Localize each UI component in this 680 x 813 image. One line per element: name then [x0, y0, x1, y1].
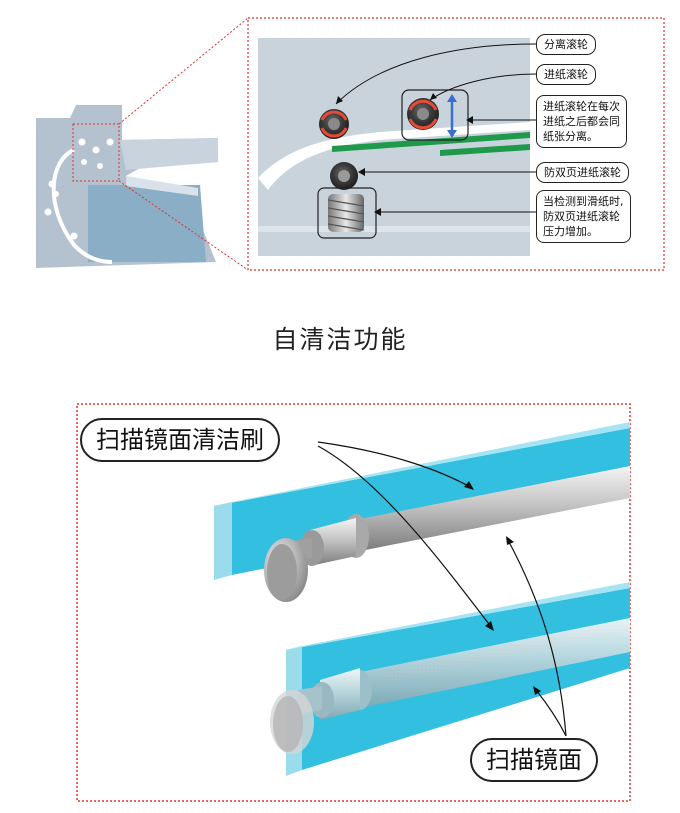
label-feed-note: 进纸滚轮在每次 进纸之后都会同 纸张分离。 [536, 95, 627, 148]
label-double-feed-roller: 防双页进纸滚轮 [536, 162, 629, 183]
paper-path-lower [258, 226, 530, 232]
section-title: 自清洁功能 [272, 325, 408, 354]
separation-roller [319, 109, 349, 139]
leader-arrowheads-bottom [464, 481, 541, 695]
label-cleaning-brush: 扫描镜面清洁刷 [80, 418, 280, 462]
leader-arrowheads-top [336, 93, 473, 216]
scanning-mirror [270, 618, 630, 754]
label-separation-roller: 分离滚轮 [536, 34, 596, 55]
double-feed-roller [330, 162, 358, 190]
top-diagram [36, 17, 665, 271]
leader-arrows-bottom [317, 441, 567, 737]
brush-rod [264, 466, 630, 602]
label-pressure-note: 当检测到滑纸时, 防双页进纸滚轮 压力增加。 [536, 190, 631, 243]
zoom-source-box [72, 123, 120, 182]
paper-sheet-2 [440, 144, 530, 156]
label-scanning-mirror: 扫描镜面 [470, 738, 598, 782]
paper-sheet-1 [332, 132, 530, 152]
leader-arrows-top [335, 43, 537, 213]
paper-path [258, 122, 530, 190]
label-feed-roller: 进纸滚轮 [536, 64, 596, 85]
feed-roller [401, 89, 469, 141]
